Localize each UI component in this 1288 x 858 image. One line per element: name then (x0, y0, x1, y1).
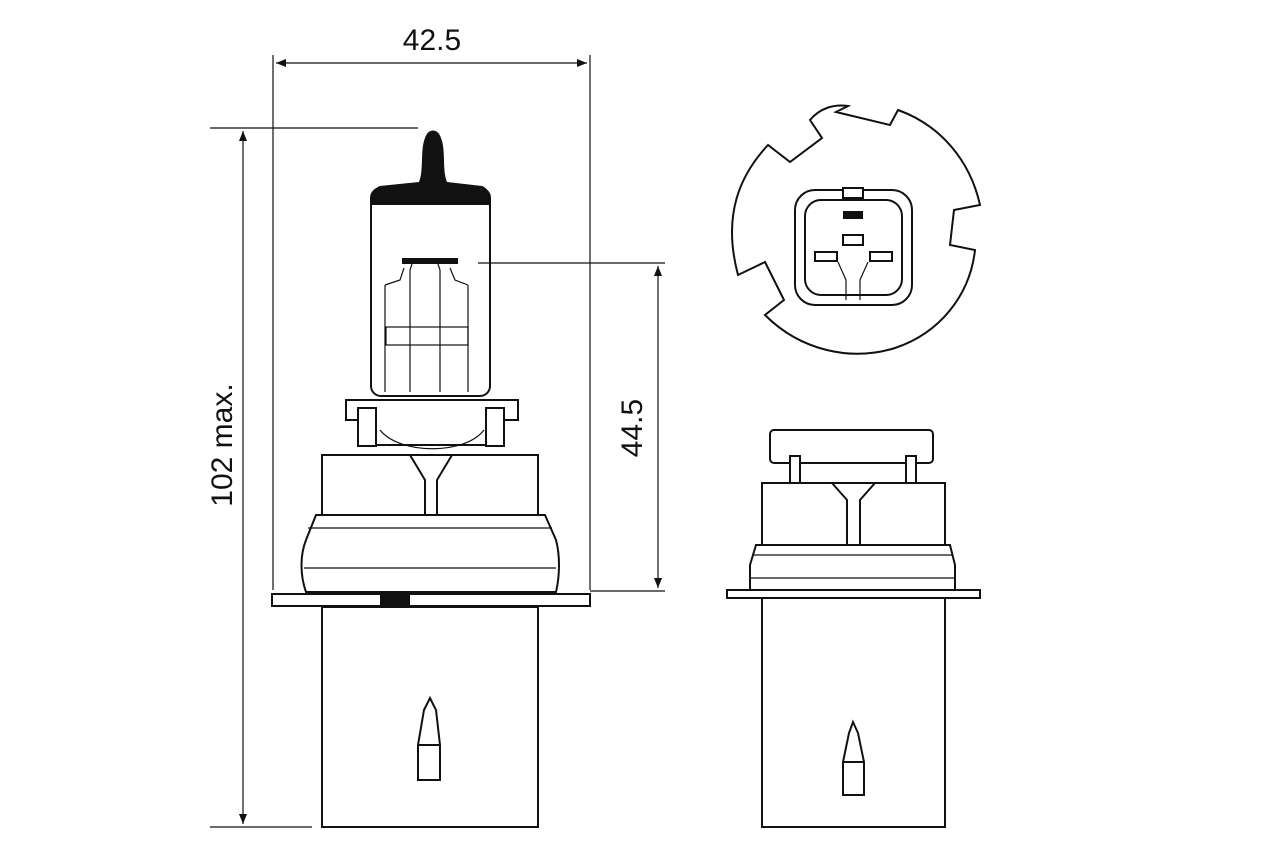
connector-end-view (731, 104, 982, 355)
bulb-tip (371, 130, 490, 205)
width-dimension: 42.5 (272, 24, 591, 590)
height-dimension: 102 max. (206, 127, 418, 828)
front-view (726, 429, 981, 828)
width-label: 42.5 (403, 24, 461, 57)
polarity-arrow-icon (417, 695, 441, 781)
light-center-label: 44.5 (616, 399, 649, 457)
side-view (271, 130, 591, 828)
height-label: 102 max. (206, 383, 239, 506)
light-center-dimension: 44.5 (478, 262, 665, 592)
polarity-arrow-icon (842, 719, 865, 796)
